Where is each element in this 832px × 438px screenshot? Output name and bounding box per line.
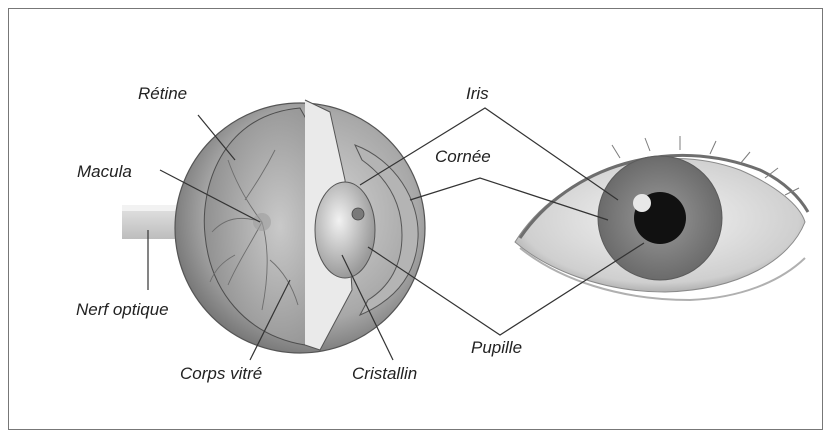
lens-shape — [315, 182, 375, 278]
eyeball-section — [175, 100, 425, 353]
macula-spot — [253, 213, 271, 231]
label-corps-vitre: Corps vitré — [180, 364, 262, 384]
label-macula: Macula — [77, 162, 132, 182]
label-cristallin: Cristallin — [352, 364, 417, 384]
label-pupille: Pupille — [471, 338, 522, 358]
label-iris: Iris — [466, 84, 489, 104]
label-retine: Rétine — [138, 84, 187, 104]
label-cornee: Cornée — [435, 147, 491, 167]
external-eye — [515, 136, 808, 300]
label-nerf-optique: Nerf optique — [76, 300, 169, 320]
